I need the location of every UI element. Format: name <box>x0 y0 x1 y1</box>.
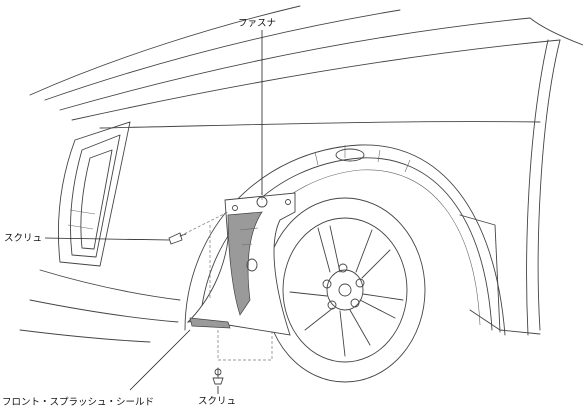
callout-front-splash-shield: フロント・スプラッシュ・シールド <box>2 397 155 408</box>
screw-bottom-icon <box>212 367 224 385</box>
screw-left-icon <box>168 232 187 245</box>
body-contour-lines <box>29 5 583 336</box>
leader-lines <box>44 30 263 394</box>
wheel <box>264 197 426 383</box>
bumper-lines <box>19 269 181 343</box>
side-lamp <box>57 121 131 267</box>
front-splash-shield <box>186 192 296 336</box>
callout-screw-bottom: スクリュ <box>198 396 237 407</box>
callout-fastener: ファスナ <box>238 18 277 29</box>
callout-screw-left: スクリュ <box>4 233 43 244</box>
